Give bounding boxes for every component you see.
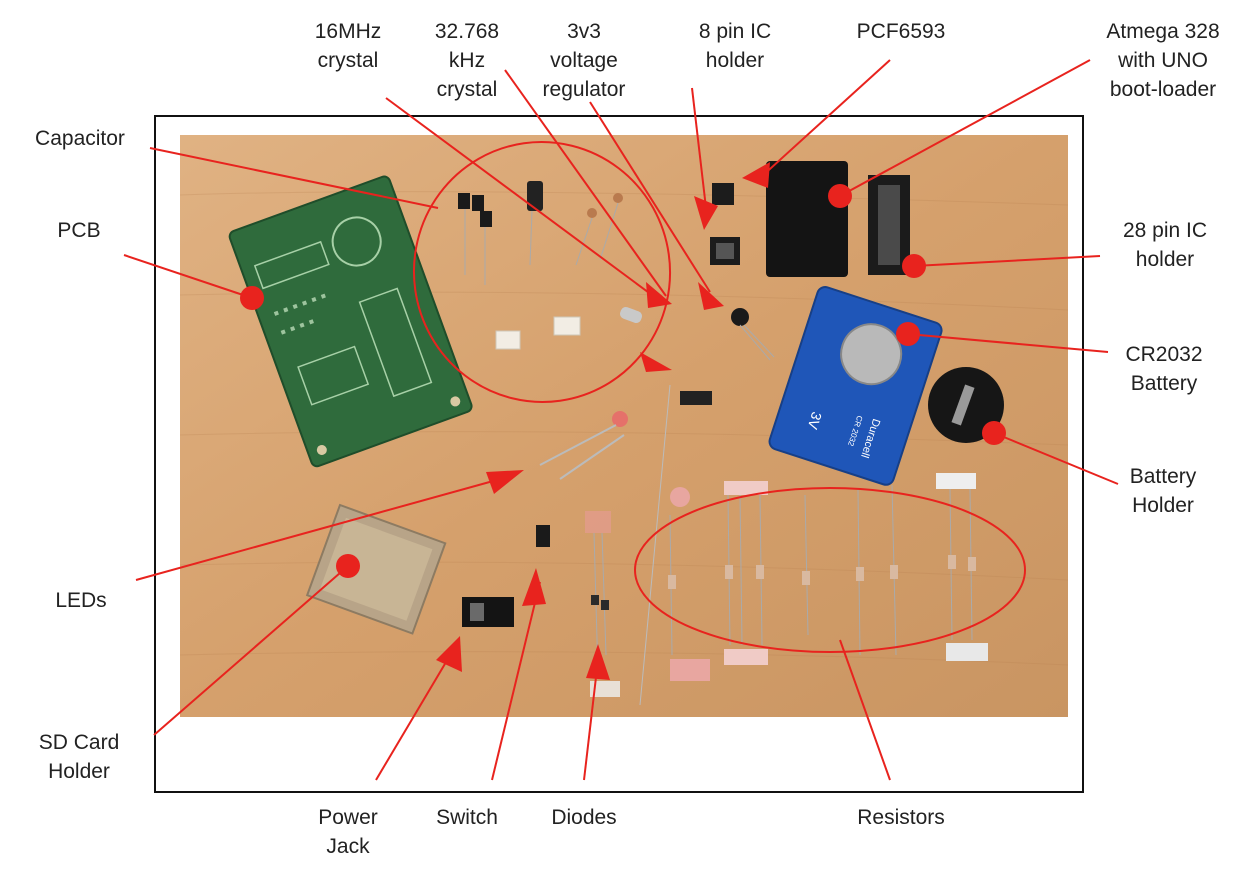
label-resistors: Resistors — [857, 806, 945, 829]
label-16mhz-crystal: 16MHz crystal — [314, 20, 382, 72]
label-power-jack: Power Jack — [318, 806, 378, 858]
power-jack — [462, 597, 514, 627]
label-28pin-holder: 28 pin IC holder — [1122, 219, 1208, 271]
battery-voltage-text: 3V — [804, 410, 825, 432]
label-pcf6593: PCF6593 — [856, 20, 946, 43]
label-switch: Switch — [436, 806, 498, 829]
regulator — [731, 308, 775, 361]
label-32khz-crystal: 32.768 kHz crystal — [434, 20, 500, 101]
small-ic — [680, 391, 712, 405]
label-diodes: Diodes — [551, 806, 617, 829]
label-sd-card-holder: SD Card Holder — [38, 731, 120, 783]
label-battery-holder: Battery Holder — [1129, 465, 1197, 517]
switch-part — [536, 525, 550, 547]
leds — [539, 411, 628, 480]
label-atmega: Atmega 328 with UNO boot-loader — [1106, 20, 1220, 101]
label-8pin-holder: 8 pin IC holder — [698, 20, 772, 72]
label-3v3-regulator: 3v3 voltage regulator — [542, 20, 626, 101]
label-capacitor: Capacitor — [35, 127, 125, 150]
label-pcb: PCB — [57, 219, 101, 242]
label-cr2032: CR2032 Battery — [1125, 343, 1203, 395]
label-leds: LEDs — [55, 589, 107, 612]
pcf-chip — [766, 161, 848, 277]
battery-holder — [928, 367, 1004, 443]
ic-holder-28pin — [868, 175, 910, 275]
components-photo: Duracell CR 2032 3V — [180, 135, 1068, 717]
